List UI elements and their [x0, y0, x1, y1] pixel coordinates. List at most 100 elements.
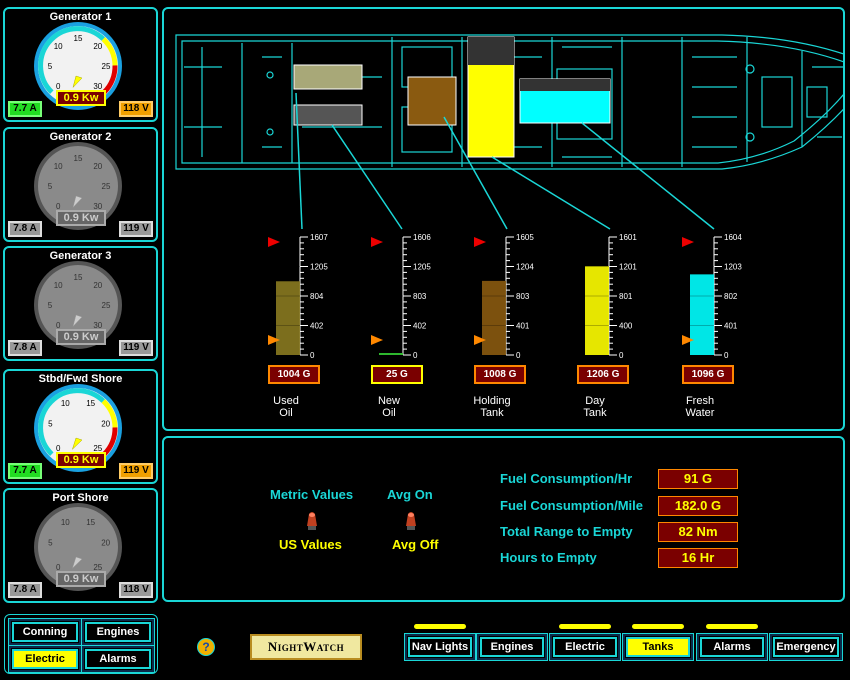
- fuel-label: Total Range to Empty: [500, 524, 633, 539]
- nav-indicator: [559, 624, 611, 629]
- help-icon: ?: [202, 640, 210, 654]
- tank-name: Holding Tank: [452, 395, 532, 419]
- gauge-tick-label: 25: [93, 563, 102, 572]
- gauge-tick-label: 15: [74, 273, 83, 282]
- gauge-tick-label: 0: [56, 202, 61, 211]
- gauge-tick-label: 30: [93, 202, 102, 211]
- gauge-tick-label: 20: [93, 281, 102, 290]
- nav-button-engines[interactable]: Engines: [84, 621, 152, 643]
- tank-value: 1008 G: [474, 365, 526, 384]
- gauge-tick-label: 0: [56, 321, 61, 330]
- fuel-label: Fuel Consumption/Mile: [500, 498, 643, 513]
- tank-name-line2: Oil: [382, 407, 396, 419]
- tank-name: Used Oil: [246, 395, 326, 419]
- gauge-needle: [72, 556, 83, 569]
- help-button[interactable]: ?: [197, 638, 215, 656]
- gauge-tick-label: 15: [86, 518, 95, 527]
- tank-value: 1004 G: [268, 365, 320, 384]
- fuel-label: Fuel Consumption/Hr: [500, 471, 633, 486]
- nightwatch-logo: NightWatch: [250, 634, 362, 660]
- gauge-tick-label: 5: [48, 301, 53, 310]
- units-toggle-switch[interactable]: [303, 510, 321, 532]
- gauge-tick-label: 15: [86, 399, 95, 408]
- nav-indicator: [414, 624, 466, 629]
- kw-readout: 0.9 Kw: [56, 210, 106, 226]
- amps-readout: 7.8 A: [8, 221, 42, 237]
- tank-name-line1: Holding: [473, 395, 511, 407]
- gauge-tick-label: 20: [101, 539, 110, 548]
- tab-engines[interactable]: Engines: [479, 636, 545, 658]
- gauge-tick-label: 10: [54, 281, 63, 290]
- boat-plan: [175, 34, 845, 230]
- avg-off-label: Avg Off: [392, 537, 439, 552]
- metric-values-label: Metric Values: [270, 487, 354, 502]
- generator-title: Port Shore: [52, 492, 109, 504]
- tank-name: Fresh Water: [660, 395, 740, 419]
- fuel-value: 82 Nm: [658, 522, 738, 542]
- amps-readout: 7.7 A: [8, 101, 42, 117]
- kw-readout: 0.9 Kw: [56, 452, 106, 468]
- fuel-value: 16 Hr: [658, 548, 738, 568]
- kw-readout: 0.9 Kw: [56, 90, 106, 106]
- fuel-value: 182.0 G: [658, 496, 738, 516]
- tank-value: 1096 G: [682, 365, 734, 384]
- amps-readout: 7.8 A: [8, 582, 42, 598]
- gauge-tick-label: 0: [56, 82, 61, 91]
- gauge-tick-label: 5: [48, 420, 53, 429]
- avg-toggle-switch[interactable]: [402, 510, 420, 532]
- generator-title: Stbd/Fwd Shore: [38, 373, 123, 385]
- gauge-tick-label: 10: [54, 162, 63, 171]
- gauge-needle: [72, 75, 83, 89]
- gauge-tick-label: 5: [48, 62, 53, 71]
- tab-emergency[interactable]: Emergency: [772, 636, 840, 658]
- gauge-tick-label: 10: [54, 42, 63, 51]
- volts-readout: 118 V: [119, 582, 153, 598]
- gauge-needle: [72, 314, 83, 328]
- gauge-tick-label: 20: [93, 162, 102, 171]
- gauge-tick-label: 0: [56, 563, 61, 572]
- kw-readout: 0.9 Kw: [56, 329, 106, 345]
- volts-readout: 119 V: [119, 340, 153, 356]
- tab-electric[interactable]: Electric: [552, 636, 618, 658]
- amps-readout: 7.7 A: [8, 463, 42, 479]
- gauge-needle: [72, 437, 83, 450]
- tank-name-line2: Tank: [583, 407, 607, 419]
- fuel-panel: [162, 436, 845, 602]
- gauge-tick-label: 5: [48, 539, 53, 548]
- amps-readout: 7.8 A: [8, 340, 42, 356]
- generator-title: Generator 2: [49, 131, 112, 143]
- gauge-tick-label: 25: [102, 301, 111, 310]
- tank-name-line1: New: [377, 395, 400, 407]
- volts-readout: 119 V: [119, 463, 153, 479]
- fuel-value: 91 G: [658, 469, 738, 489]
- tank-name-line2: Tank: [480, 407, 504, 419]
- avg-on-label: Avg On: [387, 487, 433, 502]
- nav-button-electric[interactable]: Electric: [11, 648, 79, 670]
- fuel-label: Hours to Empty: [500, 550, 597, 565]
- nav-button-alarms[interactable]: Alarms: [84, 648, 152, 670]
- tank-value: 25 G: [371, 365, 423, 384]
- volts-readout: 119 V: [119, 221, 153, 237]
- us-values-label: US Values: [279, 537, 342, 552]
- tab-nav-lights[interactable]: Nav Lights: [407, 636, 473, 658]
- nav-button-conning[interactable]: Conning: [11, 621, 79, 643]
- gauge-tick-label: 10: [61, 399, 70, 408]
- gauge-tick-label: 10: [61, 518, 70, 527]
- tank-name-line1: Day: [585, 395, 605, 407]
- gauge-needle: [72, 195, 83, 209]
- generator-title: Generator 3: [49, 250, 112, 262]
- gauge-tick-label: 25: [93, 444, 102, 453]
- kw-readout: 0.9 Kw: [56, 571, 106, 587]
- tab-alarms[interactable]: Alarms: [699, 636, 765, 658]
- nav-indicator: [706, 624, 758, 629]
- tab-tanks[interactable]: Tanks: [625, 636, 691, 658]
